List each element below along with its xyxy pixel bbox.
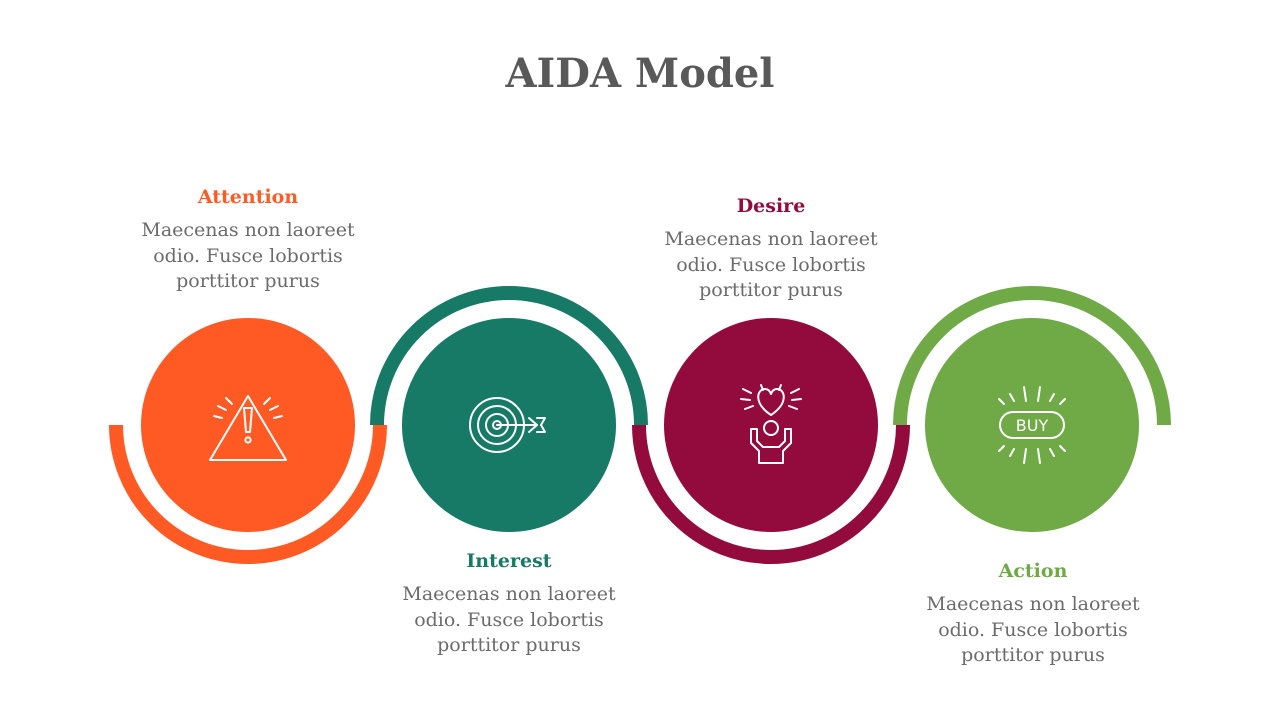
stage-1-title: Attention: [197, 186, 299, 208]
stage-3-line-1: Maecenas non laoreet: [664, 228, 878, 250]
buy-badge-icon: BUY: [998, 386, 1066, 464]
stage-2-title: Interest: [466, 550, 552, 572]
stage-2-line-2: odio. Fusce lobortis: [414, 608, 604, 631]
stage-3-text: Desire Maecenas non laoreet odio. Fusce …: [621, 193, 921, 304]
stage-1-circle: [141, 318, 355, 532]
stage-1-text: Attention Maecenas non laoreet odio. Fus…: [98, 184, 398, 295]
stage-1-line-1: Maecenas non laoreet: [141, 219, 355, 241]
warning-triangle-icon: [209, 395, 287, 461]
stage-4-text: Action Maecenas non laoreet odio. Fusce …: [883, 558, 1183, 669]
stage-1-line-3: porttitor purus: [176, 270, 320, 292]
stage-2-arc: [370, 286, 648, 426]
stage-3-title: Desire: [736, 195, 806, 217]
stage-3-circle: [664, 318, 878, 532]
slide-title: AIDA Model: [505, 50, 775, 97]
stage-1-arc: [109, 424, 387, 564]
stage-4-line-2: odio. Fusce lobortis: [938, 618, 1128, 641]
stage-1-description: Maecenas non laoreet odio. Fusce loborti…: [98, 218, 398, 295]
stage-4-description: Maecenas non laoreet odio. Fusce loborti…: [883, 592, 1183, 669]
stage-2-line-3: porttitor purus: [437, 634, 581, 656]
stage-1-line-2: odio. Fusce lobortis: [153, 244, 343, 267]
stage-3-description: Maecenas non laoreet odio. Fusce loborti…: [621, 227, 921, 304]
stage-4-arc: [893, 286, 1171, 426]
stage-4-line-1: Maecenas non laoreet: [926, 593, 1140, 615]
stage-2-description: Maecenas non laoreet odio. Fusce loborti…: [359, 582, 659, 659]
stage-4-circle: [925, 318, 1139, 532]
stage-4-title: Action: [998, 560, 1068, 582]
stage-2-text: Interest Maecenas non laoreet odio. Fusc…: [359, 548, 659, 659]
buy-badge-label: BUY: [1016, 416, 1049, 435]
stage-2-line-1: Maecenas non laoreet: [402, 583, 616, 605]
stage-3-line-2: odio. Fusce lobortis: [676, 253, 866, 276]
stage-3-arc: [632, 424, 910, 564]
stage-4-line-3: porttitor purus: [961, 644, 1105, 666]
hands-heart-icon: [740, 384, 802, 464]
target-arrow-icon: [469, 397, 546, 453]
stage-3-line-3: porttitor purus: [699, 279, 843, 301]
